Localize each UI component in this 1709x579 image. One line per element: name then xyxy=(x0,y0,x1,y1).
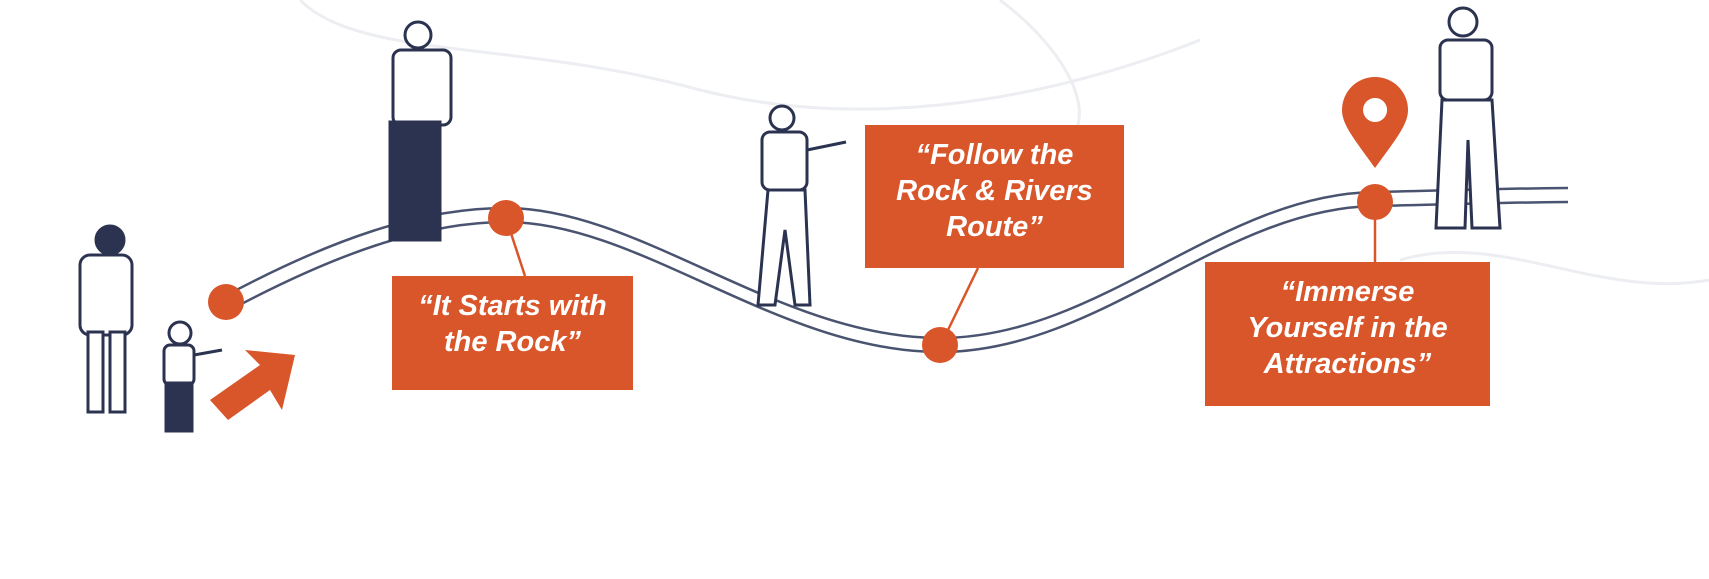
figure-woman-backpack xyxy=(1434,6,1502,230)
milestone-dot-start xyxy=(208,284,244,320)
connector-2 xyxy=(946,267,980,331)
figure-man-standing xyxy=(388,20,453,242)
milestone-dot-3 xyxy=(1357,184,1393,220)
arrow-icon xyxy=(210,350,295,420)
figure-woman-gesturing xyxy=(756,104,847,307)
milestone-dot-2 xyxy=(922,327,958,363)
figure-father-and-child xyxy=(78,224,223,433)
milestone-dot-1 xyxy=(488,200,524,236)
location-pin-icon xyxy=(1342,77,1408,168)
